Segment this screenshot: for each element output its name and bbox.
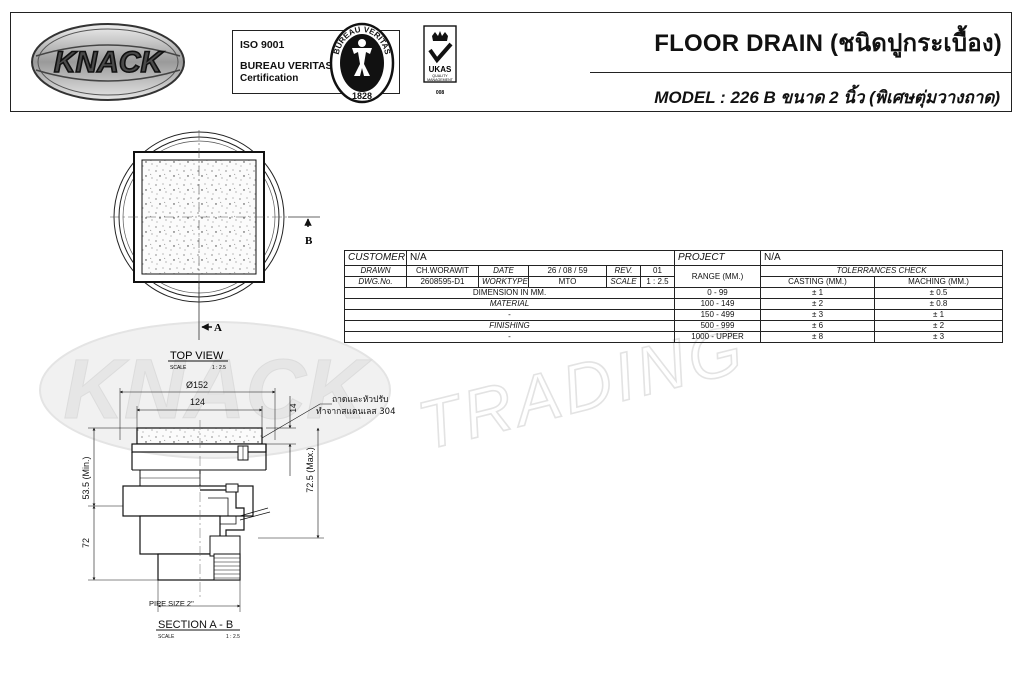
range-label: RANGE [691, 271, 721, 281]
casting-header: CASTING (MM.) [760, 276, 875, 288]
range-cell: 500 - 999 [674, 320, 761, 332]
casting-cell: ± 8 [760, 331, 875, 343]
project-label: PROJECT [674, 250, 761, 266]
tolerances-header: TOLERRANCES CHECK [759, 265, 1004, 277]
dim-body-height: 72 [81, 538, 91, 548]
date-value: 26 / 08 / 59 [528, 265, 607, 277]
section-marker-a: A [214, 322, 222, 334]
maching-cell: ± 3 [873, 331, 1004, 343]
range-unit: (MM.) [722, 271, 744, 281]
logo-text: KNACK [54, 46, 165, 79]
rev-label: REV. [606, 265, 641, 277]
technical-drawing: B A TOP VIEW SCALE 1 : 2.5 Ø152 124 [81, 130, 396, 640]
model-line: MODEL : 226 B ขนาด 2 นิ้ว (พิเศษตุ่มวางถ… [654, 84, 1000, 111]
table-row: FINISHING 500 - 999 ± 6 ± 2 [344, 320, 1004, 332]
casting-cell: ± 1 [760, 287, 875, 299]
ukas-sub2: MANAGEMENT [427, 78, 454, 82]
section-view: Ø152 124 [81, 380, 396, 640]
note-tray-line1: ถาดและหัวปรับ [332, 395, 388, 405]
table-row: - 1000 - UPPER ± 8 ± 3 [344, 331, 1004, 343]
maching-header: MACHING (MM.) [873, 276, 1004, 288]
top-view-scale-label: SCALE [170, 365, 187, 371]
dim-max-height: 72.5 (Max.) [305, 447, 315, 493]
range-cell: 0 - 99 [674, 287, 761, 299]
section-marker-b: B [305, 235, 313, 247]
spec-table: CUSTOMER N/A PROJECT N/A DRAWN CH.WORAWI… [344, 250, 1004, 343]
scale-value: 1 : 2.5 [640, 276, 675, 288]
rev-value: 01 [640, 265, 675, 277]
top-view: B A TOP VIEW SCALE 1 : 2.5 [110, 130, 320, 371]
section-title: SECTION A - B [158, 619, 233, 631]
maching-cell: ± 0.5 [873, 287, 1004, 299]
dim-outer-diameter: Ø152 [186, 380, 208, 390]
scale-label: SCALE [606, 276, 641, 288]
model-description: 226 B ขนาด 2 นิ้ว (พิเศษตุ่มวางถาด) [730, 88, 1000, 107]
seal-year: 1828 [352, 91, 372, 101]
range-header: RANGE (MM.) [674, 265, 761, 288]
drawing-title: FLOOR DRAIN (ชนิดปูกระเบื้อง) [654, 30, 1002, 57]
top-view-title: TOP VIEW [170, 350, 224, 362]
maching-cell: ± 1 [873, 309, 1004, 321]
iso-label: ISO 9001 [240, 39, 285, 51]
title-divider [590, 72, 1012, 73]
pipe-size-label: PIPE SIZE 2" [149, 599, 194, 608]
model-prefix: MODEL : [654, 88, 726, 107]
range-cell: 1000 - UPPER [674, 331, 761, 343]
worktype-value: MTO [528, 276, 607, 288]
ukas-mark-icon: UKAS QUALITY MANAGEMENT 008 [423, 25, 457, 96]
casting-cell: ± 3 [760, 309, 875, 321]
section-scale-value: 1 : 2.5 [226, 634, 240, 640]
title-block-frame [10, 12, 1012, 112]
note-tray-line2: ทำจากสแตนเลส 304 [316, 407, 396, 417]
casting-cell: ± 6 [760, 320, 875, 332]
cert-label: Certification [240, 73, 299, 84]
cert-org: BUREAU VERITAS [240, 60, 333, 72]
dim-inner-width: 124 [190, 397, 205, 407]
top-view-scale-value: 1 : 2.5 [212, 365, 226, 371]
ukas-number: 008 [436, 90, 445, 96]
project-value: N/A [759, 250, 1004, 266]
ukas-text: UKAS [429, 65, 452, 74]
maching-cell: ± 2 [873, 320, 1004, 332]
bureau-veritas-seal-icon: BUREAU VERITAS 1828 [329, 22, 395, 104]
range-cell: 150 - 499 [674, 309, 761, 321]
knack-logo: KNACK [31, 23, 185, 101]
certification-box [232, 30, 400, 94]
dim-min-height: 53.5 (Min.) [81, 456, 91, 499]
section-scale-label: SCALE [158, 634, 175, 640]
casting-cell: ± 2 [760, 298, 875, 310]
ukas-sub1: QUALITY [432, 74, 448, 78]
dim-top-thickness: 14 [289, 403, 298, 412]
maching-cell: ± 0.8 [873, 298, 1004, 310]
range-cell: 100 - 149 [674, 298, 761, 310]
